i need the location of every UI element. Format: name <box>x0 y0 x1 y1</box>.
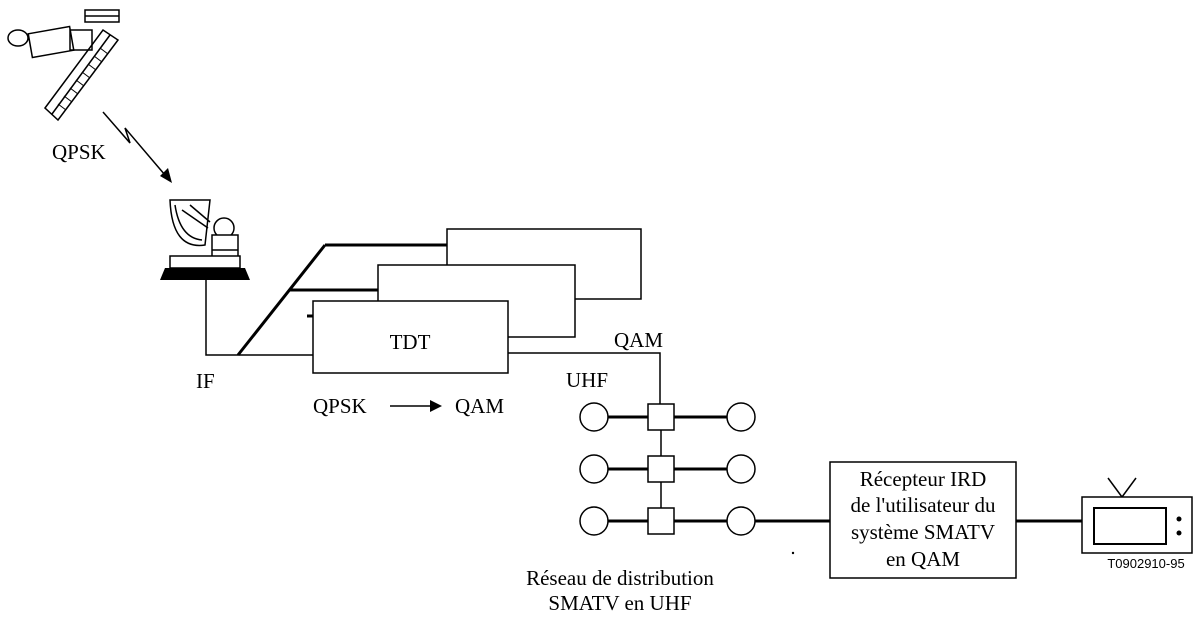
network-caption-line2: SMATV en UHF <box>548 591 691 615</box>
outlet <box>726 506 756 536</box>
qpsk-uplink-label: QPSK <box>52 140 106 164</box>
qam-conv-label: QAM <box>455 394 504 418</box>
ird-line4: en QAM <box>886 547 960 571</box>
if-label: IF <box>196 369 215 393</box>
figure-id-label: T0902910-95 <box>1107 556 1184 571</box>
qpsk-conv-label: QPSK <box>313 394 367 418</box>
outlet <box>726 454 756 484</box>
ird-line1: Récepteur IRD <box>860 467 987 491</box>
distribution-network <box>579 402 756 536</box>
signal-link-icon <box>102 111 172 183</box>
arrow-right-icon <box>390 400 442 412</box>
tdt-label: TDT <box>390 330 431 354</box>
qam-out-label: QAM <box>614 328 663 352</box>
ird-line3: système SMATV <box>851 520 995 544</box>
splitter-2 <box>647 455 675 483</box>
satellite-dish-icon <box>160 199 250 280</box>
outlet <box>579 506 609 536</box>
outlet <box>579 454 609 484</box>
uhf-label: UHF <box>566 368 608 392</box>
outlet <box>579 402 609 432</box>
network-caption-line1: Réseau de distribution <box>526 566 714 590</box>
television-icon <box>1081 477 1193 554</box>
ird-line2: de l'utilisateur du <box>851 493 996 517</box>
ird-receiver-box <box>829 461 1017 579</box>
splitter-3 <box>647 507 675 535</box>
satellite-icon <box>7 9 120 122</box>
splitter-1 <box>647 403 675 431</box>
outlet <box>726 402 756 432</box>
tdt-unit-front <box>312 300 509 374</box>
